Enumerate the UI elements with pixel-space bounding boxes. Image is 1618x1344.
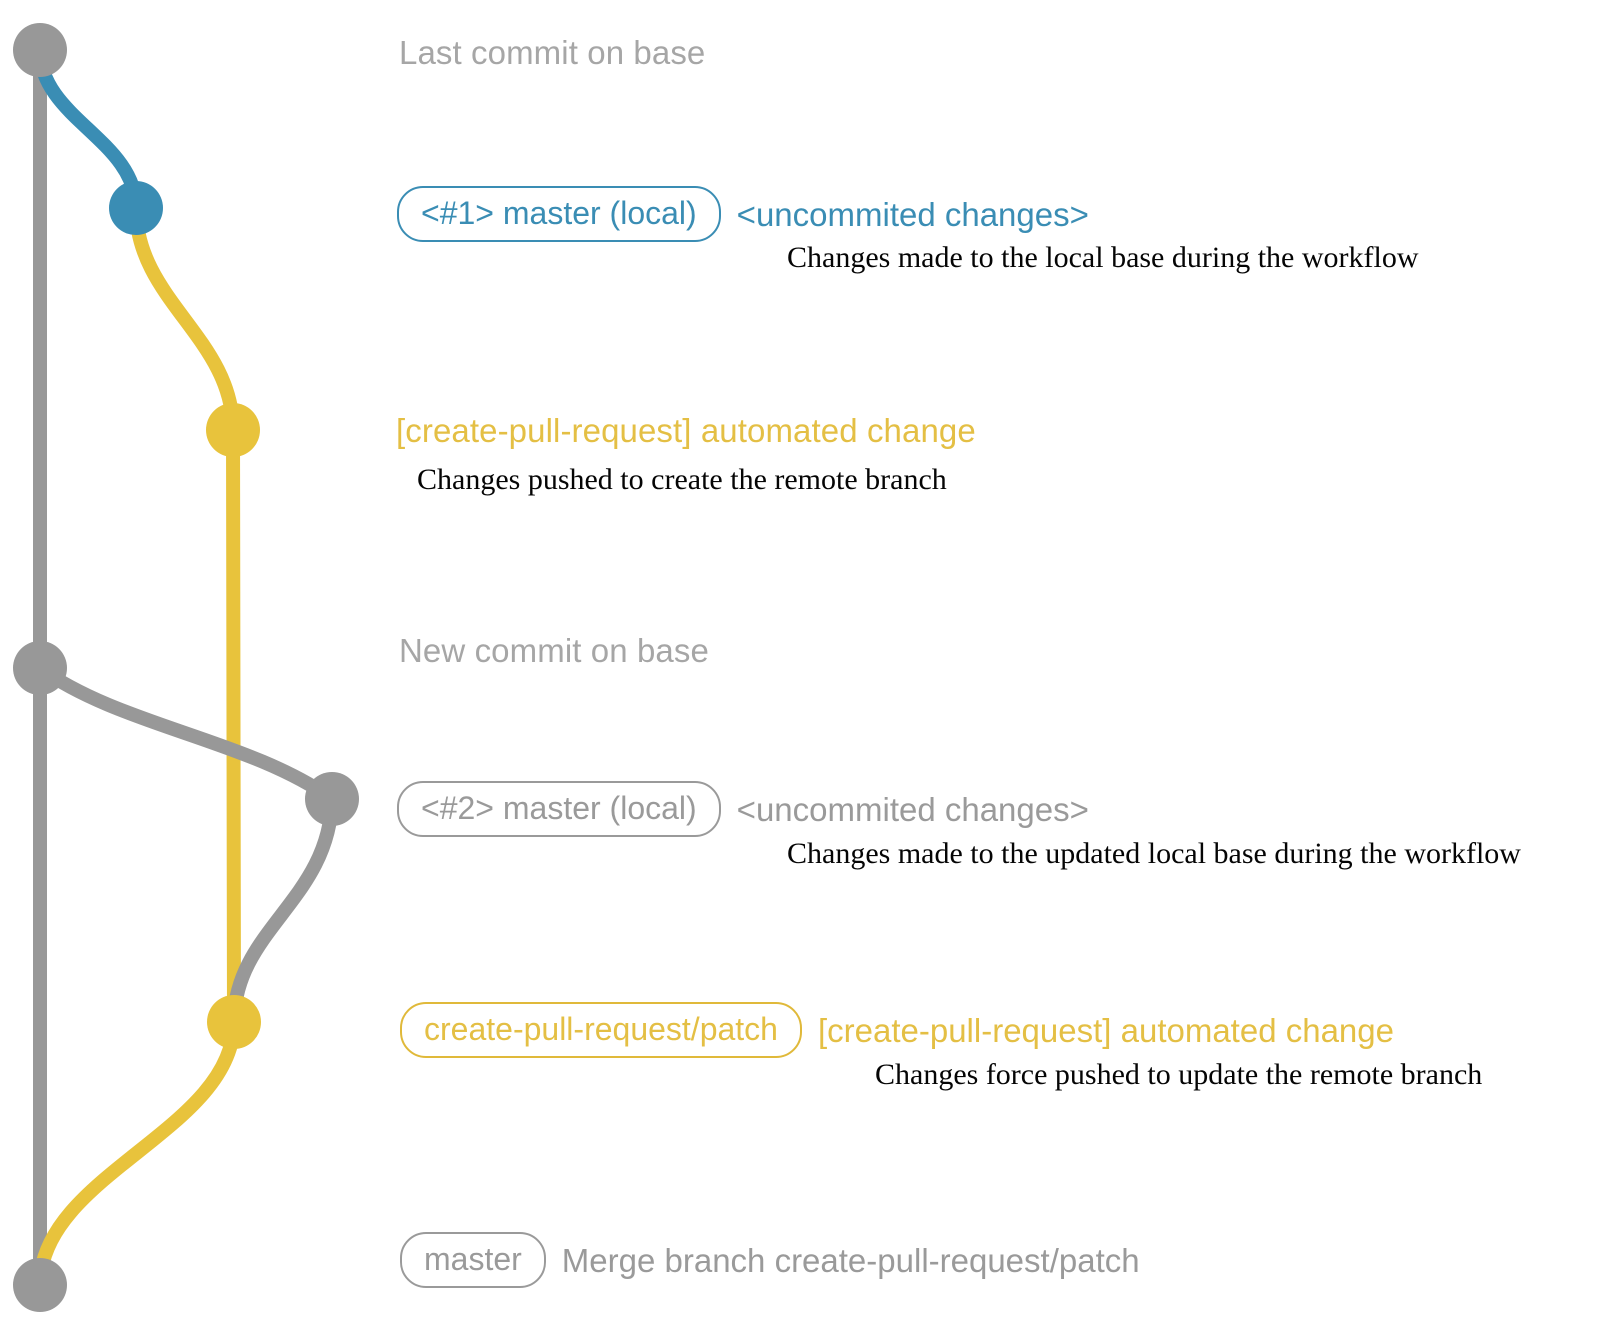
edge-patch-lane [226, 423, 241, 1029]
commit-node-local-2 [305, 772, 359, 826]
commit-subject-last-commit-on-base: Last commit on base [399, 34, 706, 71]
commit-node-local-1 [109, 181, 163, 235]
entry-new-commit-on-base: New commit on base [399, 634, 709, 667]
branch-badge-master-local-2[interactable]: <#2> master (local) [397, 781, 721, 837]
commit-subject-master-local-2: <uncommited changes> [736, 790, 1089, 828]
commit-subject-new-commit-on-base: New commit on base [399, 632, 709, 669]
commit-subject-create-pull-request-patch: [create-pull-request] automated change [817, 1011, 1394, 1049]
commit-node-base-top [13, 23, 67, 77]
entry-master-merge: master Merge branch create-pull-request/… [400, 1232, 1140, 1288]
branch-badge-master-local-1[interactable]: <#1> master (local) [397, 186, 721, 242]
commit-node-merge [13, 1258, 67, 1312]
commit-node-patch-2 [207, 995, 261, 1049]
commit-subject-automated-change-1: [create-pull-request] automated change [396, 412, 976, 449]
edge-local1-to-patch1 [129, 201, 240, 437]
entry-last-commit-on-base: Last commit on base [399, 36, 705, 69]
commit-subject-master-merge: Merge branch create-pull-request/patch [561, 1241, 1140, 1279]
entry-master-local-2: <#2> master (local) <uncommited changes> [397, 781, 1089, 837]
entry-master-local-1: <#1> master (local) <uncommited changes> [397, 186, 1089, 242]
branch-badge-create-pull-request-patch[interactable]: create-pull-request/patch [400, 1002, 802, 1058]
edge-local2-to-patch2 [227, 792, 339, 1029]
commit-description-automated-change-1: Changes pushed to create the remote bran… [417, 463, 947, 496]
commit-node-base-new [13, 641, 67, 695]
edge-base-to-local2 [33, 661, 339, 806]
branch-badge-master[interactable]: master [400, 1232, 546, 1288]
commit-description-master-local-2: Changes made to the updated local base d… [787, 837, 1521, 870]
edge-patch2-to-merge [33, 1015, 241, 1292]
commit-node-patch-1 [206, 403, 260, 457]
entry-automated-change-1: [create-pull-request] automated change [396, 414, 976, 447]
commit-description-master-local-1: Changes made to the local base during th… [787, 241, 1419, 274]
commit-description-create-pull-request-patch: Changes force pushed to update the remot… [875, 1058, 1483, 1091]
commit-nodes [13, 23, 359, 1312]
edge-base-to-local1 [33, 43, 143, 215]
entry-create-pull-request-patch: create-pull-request/patch [create-pull-r… [400, 1002, 1394, 1058]
commit-subject-master-local-1: <uncommited changes> [736, 195, 1089, 233]
